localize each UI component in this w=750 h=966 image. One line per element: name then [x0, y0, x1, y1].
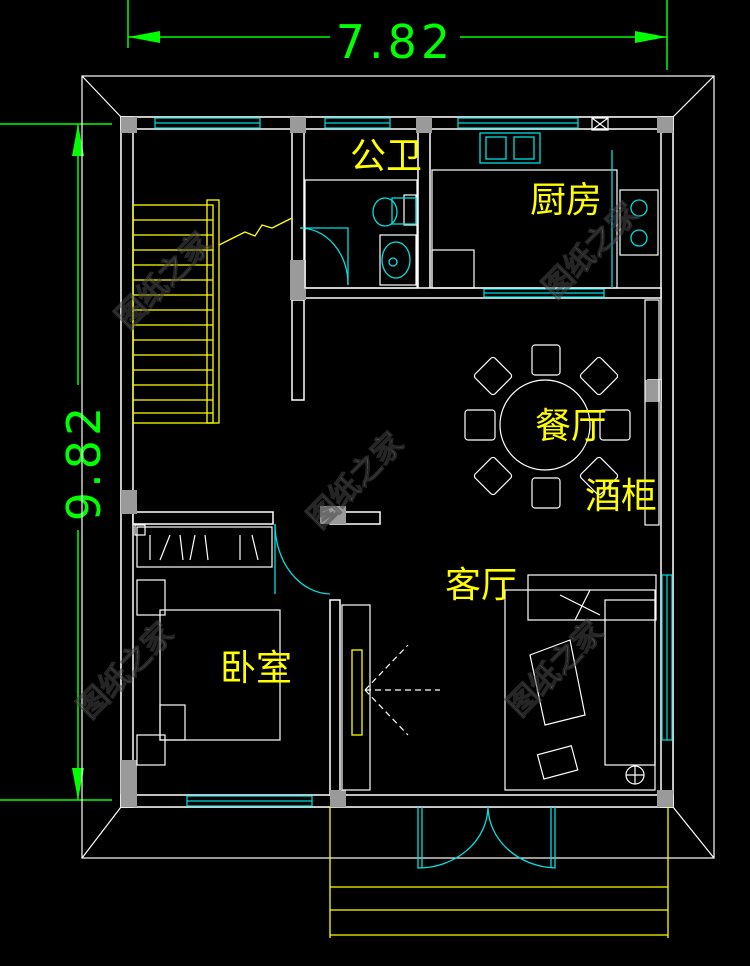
arrow-right-icon — [635, 31, 667, 43]
room-label-dining: 餐厅 — [535, 406, 607, 447]
bedroom-furniture — [134, 523, 331, 766]
top-dimension: 7.82 — [127, 0, 668, 70]
arrow-left-icon — [128, 31, 160, 43]
kitchen-fixtures — [431, 132, 659, 289]
staircase — [132, 199, 293, 424]
room-label-living: 客厅 — [445, 565, 517, 606]
walls — [120, 116, 674, 808]
width-dimension-label: 7.82 — [336, 15, 454, 69]
columns — [121, 117, 673, 807]
watermark-5: 图纸之家 — [501, 614, 611, 724]
arrow-up-icon — [72, 124, 84, 156]
arrow-down-icon — [72, 768, 84, 800]
room-label-kitchen: 厨房 — [530, 180, 602, 221]
room-label-bathroom: 公卫 — [350, 136, 422, 177]
left-dimension: 9.82 — [0, 123, 112, 801]
room-label-wine-cabinet: 酒柜 — [585, 476, 657, 517]
outer-frame — [81, 75, 715, 859]
height-dimension-label: 9.82 — [57, 403, 111, 521]
tv-cabinet — [341, 604, 440, 791]
room-label-bedroom: 卧室 — [220, 648, 292, 689]
living-furniture — [504, 574, 657, 791]
entrance — [329, 806, 669, 938]
dining-table — [464, 344, 631, 509]
windows — [154, 117, 673, 807]
wine-cabinet — [644, 299, 660, 526]
bathroom-fixtures — [299, 179, 418, 289]
